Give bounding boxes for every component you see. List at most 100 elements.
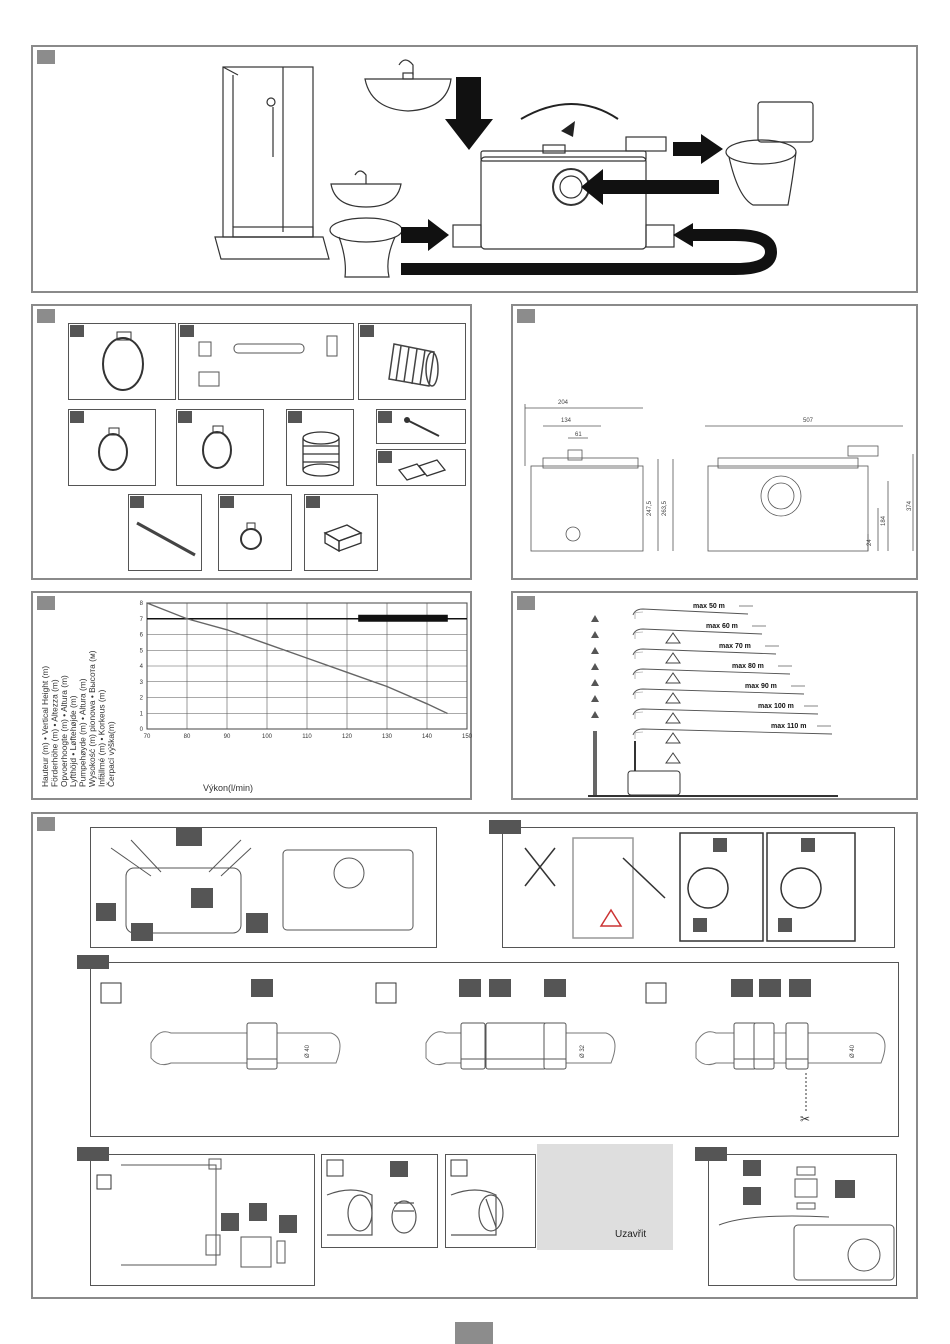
y-tick-label: 2 <box>140 696 144 702</box>
mounting-illustration <box>96 828 414 941</box>
hose-clamp-icon <box>202 425 232 469</box>
up-arrow-icon <box>591 631 599 638</box>
section-tag <box>37 817 55 831</box>
part-number-tag <box>731 979 753 997</box>
installation-steps-panel: Ø 40 Ø 32 Ø 40 ✂ <box>31 812 918 1299</box>
flow-pipe-inner <box>634 711 644 719</box>
flow-arrows-icon <box>401 77 778 275</box>
svg-text:24: 24 <box>867 539 873 546</box>
washbasin-small-icon <box>330 170 402 208</box>
part-foam-pad <box>304 494 378 571</box>
step-number-box <box>100 982 122 1004</box>
x-tick-label: 150 <box>462 734 473 740</box>
curve-point <box>226 628 228 631</box>
y-tick-label: 5 <box>140 648 144 654</box>
scissors-icon: ✂ <box>800 1112 810 1126</box>
sleeve-detail-illustration <box>524 832 856 942</box>
y-tick-label: 3 <box>140 680 144 686</box>
pipe-diameter-label: Ø 40 <box>305 1044 311 1058</box>
up-arrow-icon <box>591 711 599 718</box>
x-tick-label: 120 <box>342 734 353 740</box>
screw-icon <box>404 417 440 437</box>
warning-icon <box>665 692 681 704</box>
svg-text:263,5: 263,5 <box>662 500 668 516</box>
riser-pipe <box>593 731 597 795</box>
part-number-tag <box>180 325 194 337</box>
svg-text:184: 184 <box>881 515 887 526</box>
section-tag <box>37 309 55 323</box>
svg-text:507: 507 <box>803 418 814 424</box>
sleeve-connector-icon <box>388 343 439 387</box>
part-hose-clamp-medium-2 <box>176 409 264 486</box>
page-number-tab <box>455 1322 493 1344</box>
pipe-sleeve <box>485 1022 547 1070</box>
max-distance-label: max 70 m <box>719 643 751 650</box>
valve-step-box-a <box>321 1154 438 1248</box>
step-tag <box>695 1147 727 1161</box>
part-hose-clamp-large <box>68 323 176 400</box>
curve-point <box>446 712 448 715</box>
x-tick-label: 110 <box>302 734 312 740</box>
y-axis-label-line: Čerpací výška(m) <box>105 721 116 787</box>
warning-icon <box>665 752 681 764</box>
pump-unit-icon <box>452 136 675 250</box>
pipe-outline <box>695 1031 886 1066</box>
up-arrow-icon <box>591 695 599 702</box>
step-tag <box>489 820 521 834</box>
max-distance-label: max 90 m <box>745 683 777 690</box>
part-screw <box>376 409 466 444</box>
pump-unit-icon <box>627 770 681 796</box>
pipe-diameter-label: Ø 32 <box>580 1044 586 1058</box>
close-notice-text: Uzavřit <box>615 1229 647 1240</box>
pipe-sleeve <box>733 1022 757 1070</box>
flow-pipe <box>632 648 777 656</box>
flow-pipe-inner <box>634 671 644 679</box>
curve-point <box>386 685 388 688</box>
valve-installed-illustration <box>450 1159 504 1236</box>
curve-point <box>266 643 268 645</box>
up-arrow-icon <box>591 663 599 670</box>
y-tick-label: 8 <box>140 601 144 607</box>
step-number-box <box>645 982 667 1004</box>
flow-pipe-inner <box>634 611 644 619</box>
warning-icon <box>665 712 681 724</box>
pipe-adapters-icon <box>198 335 338 387</box>
svg-text:247,5: 247,5 <box>647 500 653 516</box>
flow-pipe-inner <box>634 651 644 659</box>
performance-chart-panel: Hauteur (m) • Vertical Height (m) Förder… <box>31 591 473 800</box>
parts-list-panel <box>31 304 472 580</box>
pipe-diameter-label: Ø 40 <box>850 1044 856 1058</box>
pipe-sleeve <box>753 1022 775 1070</box>
flow-pipe-inner <box>634 691 644 699</box>
flow-pipe-inner <box>634 631 644 639</box>
section-tag <box>37 50 55 64</box>
curve-point <box>186 617 188 620</box>
max-distance-label: max 110 m <box>771 723 806 730</box>
sleeve-detail-box <box>489 820 895 948</box>
pipe-connection-box: Ø 40 Ø 32 Ø 40 ✂ <box>77 955 899 1137</box>
max-distance-label: max 80 m <box>732 663 764 670</box>
flow-pipe <box>632 728 833 736</box>
part-number-tag <box>459 979 481 997</box>
y-tick-label: 6 <box>140 633 144 639</box>
hose-clamp-icon <box>240 522 262 550</box>
part-corrugated-sleeve <box>286 409 354 486</box>
step-number-box <box>375 982 397 1004</box>
svg-text:374: 374 <box>907 500 913 511</box>
dimension-drawing: 204 134 61 247,5 263,5 507 374 184 24 <box>524 400 914 552</box>
x-tick-label: 100 <box>262 734 273 740</box>
foam-pad-icon <box>323 524 363 553</box>
flow-pipe <box>632 608 749 616</box>
part-number-tag <box>220 496 234 508</box>
x-tick-label: 80 <box>184 734 191 740</box>
bracket-icon <box>397 459 447 481</box>
close-notice-box: Uzavřit <box>537 1144 673 1250</box>
part-number-tag <box>360 325 374 337</box>
legend-bar <box>358 614 448 622</box>
svg-text:61: 61 <box>575 432 582 438</box>
hose-clamp-icon <box>102 331 144 391</box>
pipe-outline <box>150 1031 341 1066</box>
outlet-connection-box <box>77 1147 315 1286</box>
part-number-tag <box>306 496 320 508</box>
part-number-tag <box>378 411 392 423</box>
